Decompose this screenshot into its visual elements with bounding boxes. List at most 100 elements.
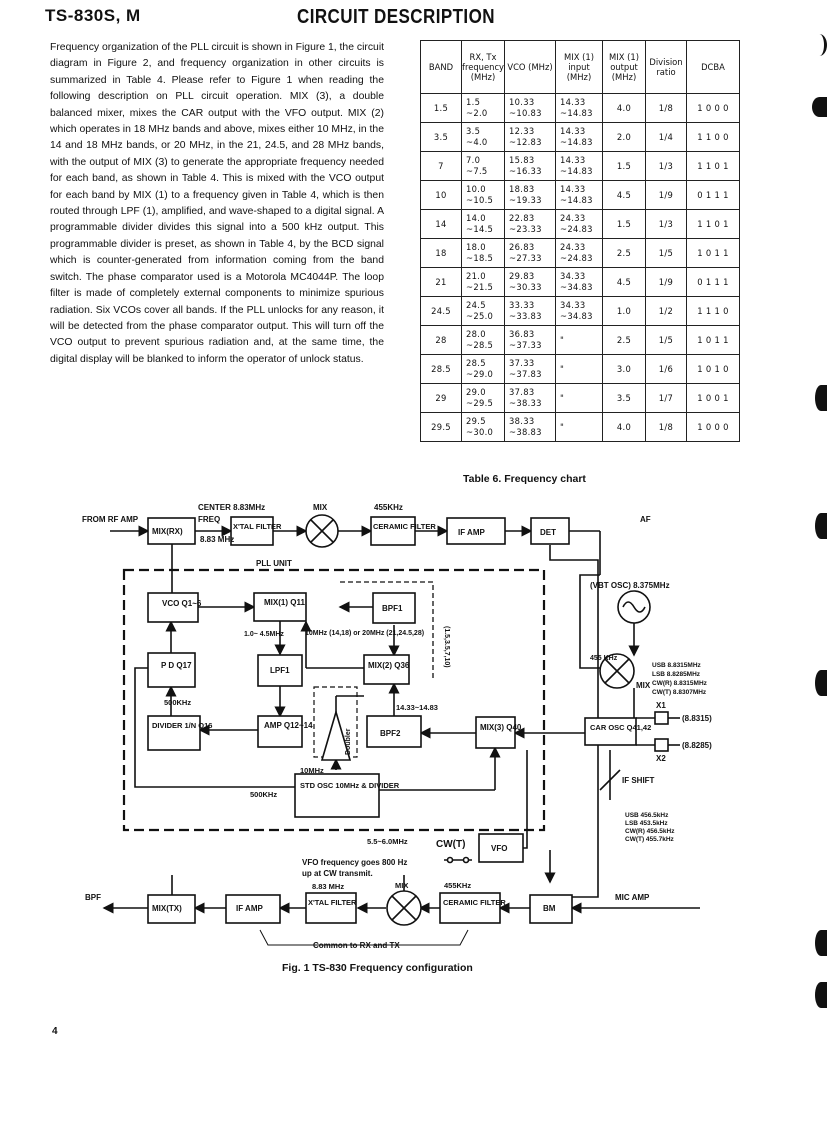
punch-hole-4 <box>815 513 827 539</box>
label-x1: X1 <box>656 701 666 710</box>
vco-label: VCO Q1~6 <box>162 599 202 608</box>
mix3-label: MIX(3) Q40 <box>480 723 522 732</box>
table-cell: 24.5 ~25.0 <box>461 296 505 326</box>
table-cell: 1 1 0 0 <box>686 122 740 152</box>
table-cell: 10.33 ~10.83 <box>504 93 556 123</box>
vfo-label: VFO <box>491 844 507 853</box>
pll-unit-outline <box>122 568 546 832</box>
det-block <box>530 517 570 545</box>
table-cell: 1.5 ~2.0 <box>461 93 505 123</box>
table-cell: 14.0 ~14.5 <box>461 209 505 239</box>
mix2-block <box>363 654 410 685</box>
col-header: VCO (MHz) <box>504 40 556 94</box>
label-mic-amp: MIC AMP <box>615 893 650 902</box>
if-freq-cwr: CW(R) 456.5kHz <box>625 828 675 835</box>
table-cell: 1 0 1 1 <box>686 325 740 355</box>
table-cell: 0 1 1 1 <box>686 180 740 210</box>
label-mix-bottom: MIX <box>395 881 408 890</box>
label-x2: X2 <box>656 754 666 763</box>
label-vfo-note2: up at CW transmit. <box>302 869 373 878</box>
col-header: BAND <box>420 40 462 94</box>
col-header: RX, Tx frequency (MHz) <box>461 40 505 94</box>
punch-hole-3 <box>815 385 827 411</box>
table-cell: 4.0 <box>602 93 646 123</box>
ceramic-filter-block <box>370 516 416 546</box>
table-cell: 37.83 ~38.33 <box>504 383 556 413</box>
label-vbt-osc: (VBT OSC) 8.375MHz <box>590 581 670 590</box>
table-cell: 36.83 ~37.33 <box>504 325 556 355</box>
label-from-rf-amp: FROM RF AMP <box>82 515 139 524</box>
mix-rx-label: MIX(RX) <box>152 527 183 536</box>
bm-label: BM <box>543 904 556 913</box>
pd-block <box>147 652 196 688</box>
punch-hole-7 <box>815 982 827 1008</box>
std-osc-label: STD OSC 10MHz & DIVIDER <box>300 781 400 790</box>
table-cell: 1/9 <box>645 267 687 297</box>
label-mix-right: MIX <box>636 681 651 690</box>
table-cell: 28.5 ~29.0 <box>461 354 505 384</box>
bpf1-label: BPF1 <box>382 604 403 613</box>
label-center: CENTER 8.83MHz <box>198 503 265 512</box>
table-cell: 38.33 ~38.83 <box>504 412 556 442</box>
table-cell: 1 0 0 0 <box>686 412 740 442</box>
table-cell: 4.5 <box>602 180 646 210</box>
vco-block <box>147 592 199 623</box>
divider-label: DIVIDER 1/N Q16 <box>152 721 212 730</box>
table-cell: 10 <box>420 180 462 210</box>
crystal-x2 <box>654 738 669 752</box>
table-cell: 2.5 <box>602 325 646 355</box>
xtal-filter-tx-block <box>305 892 357 924</box>
mix1-label: MIX(1) Q11 <box>264 598 305 607</box>
table-cell: 1/8 <box>645 412 687 442</box>
vfo-block <box>478 833 524 863</box>
label-500khz: 500KHz <box>164 698 191 707</box>
table-cell: 21 <box>420 267 462 297</box>
model-name: TS-830S, M <box>45 6 141 25</box>
if-amp-tx-label: IF AMP <box>236 904 263 913</box>
label-455khz-b: 455 KHz <box>590 655 618 662</box>
mix-tx-block <box>147 894 196 924</box>
table-cell: 2.5 <box>602 238 646 268</box>
punch-hole-5 <box>815 670 827 696</box>
lpf1-label: LPF1 <box>270 666 290 675</box>
label-pll-unit: PLL UNIT <box>256 559 292 568</box>
label-xtal1: (8.8315) <box>682 714 712 723</box>
table-header-row: BAND RX, Tx frequency (MHz) VCO (MHz) MI… <box>420 40 740 94</box>
pd-label: P D Q17 <box>161 661 192 670</box>
col-header: DCBA <box>686 40 740 94</box>
table-cell: 1 0 1 0 <box>686 354 740 384</box>
table-cell: 33.33 ~33.83 <box>504 296 556 326</box>
car-freq-cwr: CW(R) 8.8315MHz <box>652 680 708 687</box>
table-cell: 1.5 <box>420 93 462 123</box>
table-cell: 14.33 ~14.83 <box>555 151 603 181</box>
xtal-filter-block <box>230 516 274 546</box>
std-osc-block <box>294 773 380 818</box>
xtal-filter-label: X'TAL FILTER <box>233 522 282 531</box>
table-cell: 14.33 ~14.83 <box>555 93 603 123</box>
ceramic-filter-tx-label: CERAMIC FILTER <box>443 898 506 907</box>
table-cell: 24.33 ~24.83 <box>555 209 603 239</box>
bm-block <box>529 894 573 924</box>
ceramic-filter-label: CERAMIC FILTER <box>373 522 436 531</box>
table-cell: 1/4 <box>645 122 687 152</box>
table-cell: 14 <box>420 209 462 239</box>
table-cell: " <box>555 383 603 413</box>
label-455khz: 455KHz <box>374 503 403 512</box>
if-amp-label: IF AMP <box>458 528 485 537</box>
table-cell: 29.5 <box>420 412 462 442</box>
mix3-block <box>475 716 516 749</box>
table-cell: 1 1 0 1 <box>686 151 740 181</box>
mix-rx-block <box>147 517 196 545</box>
table-cell: 3.5 ~4.0 <box>461 122 505 152</box>
label-bands-vertical: (1.5,3.5,7,10) <box>443 626 450 668</box>
table-cell: 1/6 <box>645 354 687 384</box>
table-cell: 0 1 1 1 <box>686 267 740 297</box>
table-cell: 7.0 ~7.5 <box>461 151 505 181</box>
table-cell: 21.0 ~21.5 <box>461 267 505 297</box>
table-cell: 14.33 ~14.83 <box>555 180 603 210</box>
label-10mhz-group: 10MHz (14,18) or 20MHz (21,24.5,28) <box>305 630 424 637</box>
